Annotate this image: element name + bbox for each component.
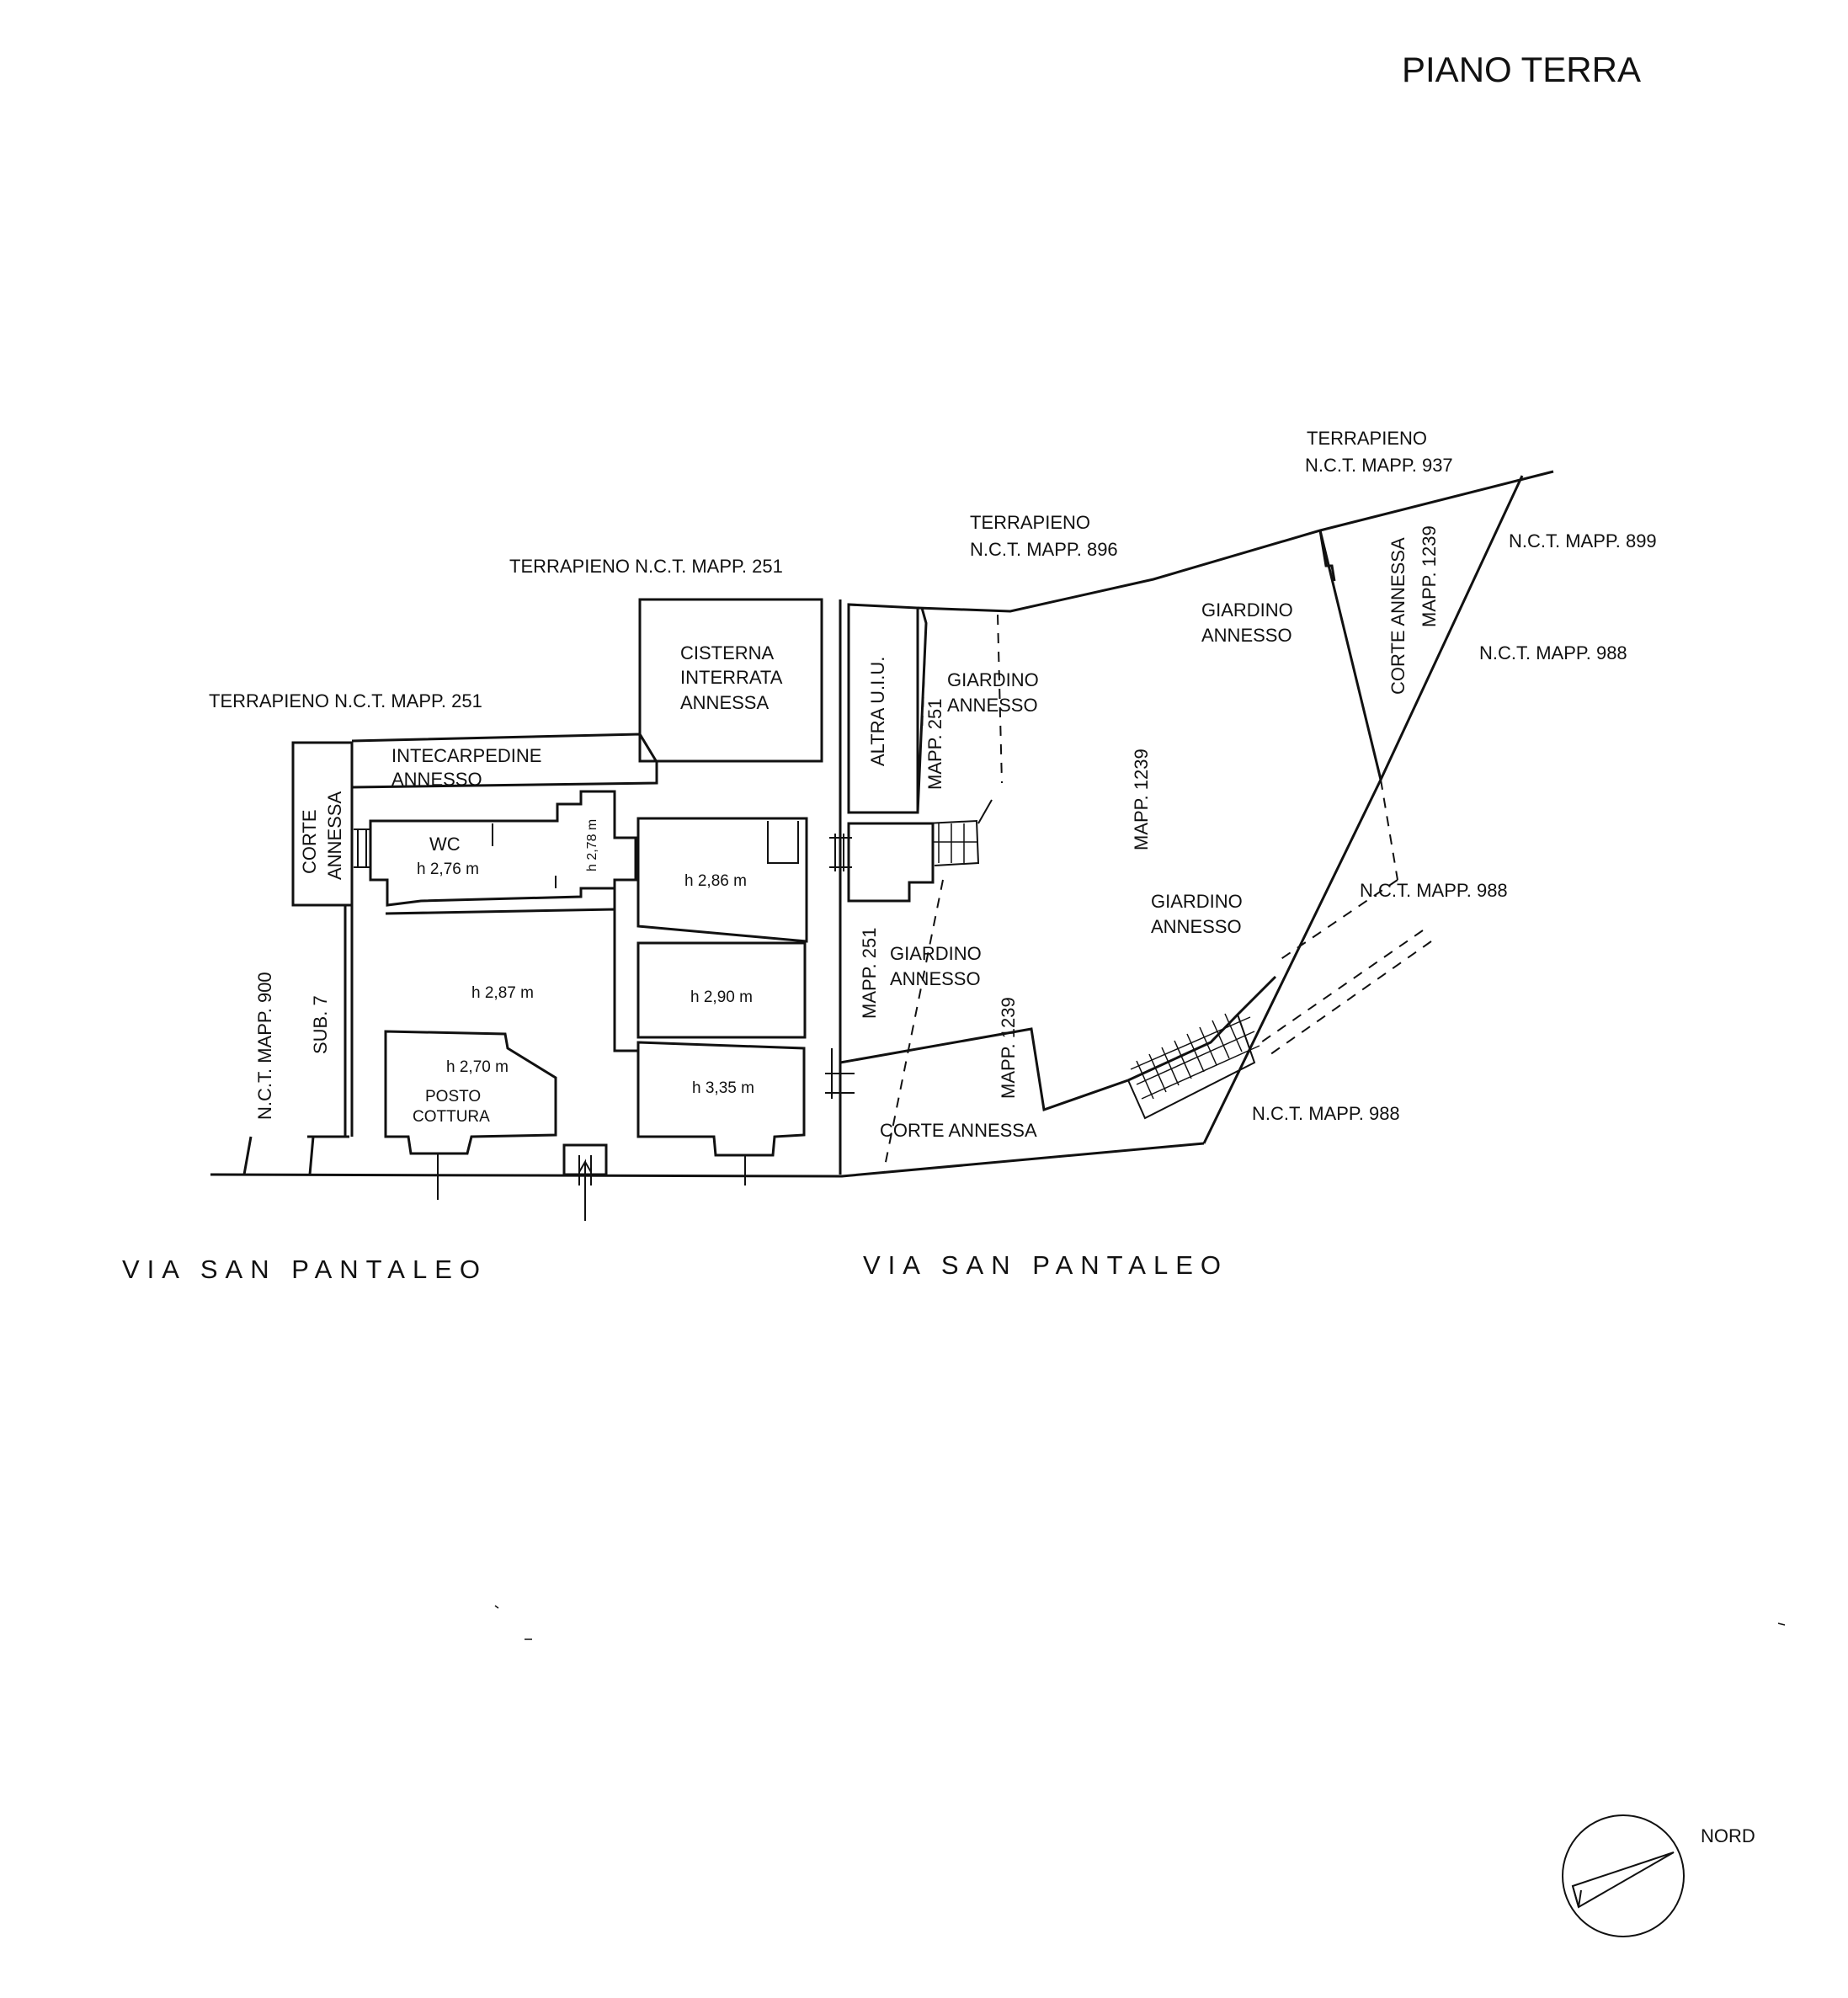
street-edge-line [210, 1142, 1205, 1178]
label-corte-annessa-right: CORTE ANNESSA [1387, 537, 1409, 695]
label-mapp1239-center: MAPP. 1239 [1131, 749, 1152, 850]
lower-stairs [1127, 1013, 1260, 1120]
room-286-height: h 2,86 m [684, 872, 747, 890]
label-annesso-d: ANNESSO [890, 968, 981, 989]
label-nct-900: N.C.T. MAPP. 900 [254, 972, 275, 1120]
courtyard-steps [925, 819, 980, 866]
label-terrapieno-937-b: N.C.T. MAPP. 937 [1305, 455, 1453, 476]
room-270-height: h 2,70 m [446, 1058, 509, 1076]
street-name-left: VIA SAN PANTALEO [122, 1255, 487, 1284]
sub7-wall [307, 905, 349, 1138]
room-286-outline [636, 817, 808, 943]
label-cisterna-2: INTERRATA [680, 667, 783, 688]
room-270-outline [384, 1030, 557, 1155]
wedge-marker [1318, 530, 1336, 582]
label-giardino-b: GIARDINO [1201, 599, 1293, 621]
courtyard-block [847, 822, 935, 903]
label-terrapieno-937-a: TERRAPIENO [1307, 428, 1427, 449]
intercapedine-outline [351, 733, 658, 789]
room-posto-2: COTTURA [413, 1108, 490, 1126]
window-marks [437, 1154, 746, 1200]
giardino-south-line [839, 1027, 1129, 1112]
label-giardino-a: GIARDINO [947, 669, 1039, 690]
label-mapp251-upper: MAPP. 251 [924, 699, 945, 790]
east-door-mark [829, 834, 852, 871]
label-nct-899: N.C.T. MAPP. 899 [1509, 530, 1657, 551]
east-door-mark-2 [825, 1048, 855, 1099]
label-giardino-c: GIARDINO [1151, 891, 1243, 912]
north-label: NORD [1701, 1825, 1755, 1846]
dashed-line-6 [1266, 940, 1432, 1058]
street-stub-lines [242, 1136, 315, 1175]
label-nct-988-b: N.C.T. MAPP. 988 [1360, 880, 1508, 901]
room-290-outline [636, 941, 807, 1039]
dashed-line-3 [1380, 779, 1398, 881]
wc-outline [369, 790, 637, 907]
room-287-outline [385, 908, 640, 1052]
plan-title: PIANO TERRA [1402, 50, 1641, 89]
corte-annessa-wedge-line [1318, 530, 1382, 781]
label-cisterna-3: ANNESSA [680, 692, 769, 713]
giardino-south-line-2 [1127, 975, 1277, 1082]
room-wc-name: WC [429, 834, 461, 855]
label-cisterna-1: CISTERNA [680, 642, 775, 663]
label-sub7: SUB. 7 [310, 995, 331, 1054]
north-boundary-line [917, 470, 1554, 613]
dashed-line-1 [997, 614, 1003, 784]
room-wc-height: h 2,76 m [417, 860, 479, 878]
courtyard-steps-grid [933, 823, 977, 863]
label-intercapedine-2: ANNESSO [391, 769, 482, 790]
label-giardino-d: GIARDINO [890, 943, 982, 964]
label-mapp1239-lower: MAPP. 1239 [998, 997, 1019, 1099]
dashed-line-4 [1279, 879, 1398, 961]
mapp251-line [916, 607, 928, 813]
label-corte-left-2: ANNESSA [324, 791, 345, 880]
street-name-right: VIA SAN PANTALEO [863, 1250, 1228, 1280]
label-mapp1239-right: MAPP. 1239 [1419, 525, 1440, 627]
label-annesso-c: ANNESSO [1151, 916, 1242, 937]
label-corte-left-1: CORTE [299, 809, 320, 874]
entrance-arrow [578, 1155, 592, 1221]
wc-details [492, 823, 557, 888]
dashed-line-5 [1258, 930, 1424, 1045]
label-terrapieno-251-left: TERRAPIENO N.C.T. MAPP. 251 [209, 690, 482, 711]
cisterna-outline [638, 598, 823, 763]
plan-linework [210, 470, 1554, 1221]
label-terrapieno-896-a: TERRAPIENO [970, 512, 1090, 533]
room-posto-1: POSTO [425, 1088, 481, 1106]
room-335-outline [636, 1041, 806, 1157]
courtyard-diagonal [977, 799, 993, 824]
label-altra-uiu: ALTRA U.I.U. [867, 657, 888, 766]
label-corte-annessa-bottom: CORTE ANNESSA [880, 1120, 1037, 1141]
room-286-stair [767, 821, 799, 864]
label-terrapieno-896-b: N.C.T. MAPP. 896 [970, 539, 1118, 560]
scan-specks [494, 1605, 1786, 1640]
room-335-height: h 3,35 m [692, 1079, 754, 1097]
room-corridor-height: h 2,78 m [585, 819, 599, 871]
label-terrapieno-251-top: TERRAPIENO N.C.T. MAPP. 251 [509, 556, 783, 577]
dashed-line-2 [883, 879, 944, 1171]
label-annesso-a: ANNESSO [947, 695, 1038, 716]
room-290-height: h 2,90 m [690, 988, 753, 1006]
east-boundary-line [1202, 475, 1524, 1144]
label-annesso-b: ANNESSO [1201, 625, 1292, 646]
north-compass-icon [1562, 1814, 1685, 1937]
west-door-mark [354, 829, 370, 868]
label-mapp251-lower: MAPP. 251 [859, 928, 880, 1019]
label-nct-988-c: N.C.T. MAPP. 988 [1252, 1103, 1400, 1124]
room-287-height: h 2,87 m [471, 984, 534, 1002]
label-intercapedine-1: INTECARPEDINE [391, 745, 541, 766]
label-nct-988-a: N.C.T. MAPP. 988 [1479, 642, 1627, 663]
